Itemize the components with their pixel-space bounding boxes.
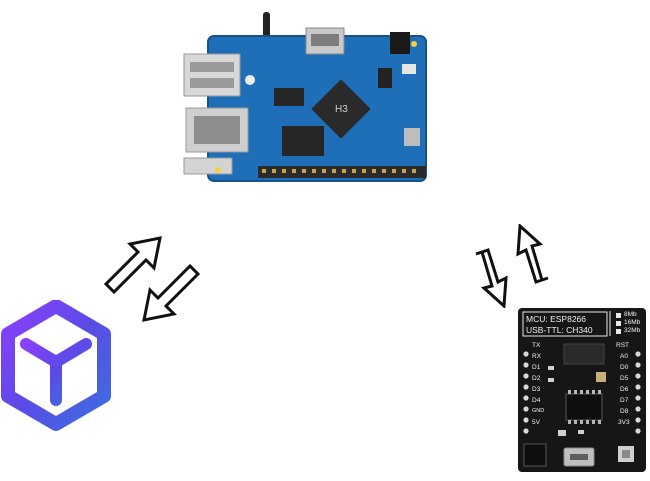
flash-8mb-label: 8Mb	[624, 311, 637, 318]
pin-label: D6	[620, 386, 629, 393]
soc-label: H3	[335, 104, 348, 115]
arrows-logo-board	[103, 236, 201, 322]
board-icon: H3	[183, 12, 427, 182]
pin-label: TX	[532, 342, 541, 349]
esp-board: MCU: ESP8266 USB-TTL: CH340 8Mb 16Mb 32M…	[518, 308, 646, 472]
flash-16mb-label: 16Mb	[624, 319, 641, 326]
pin-label: RX	[532, 353, 542, 360]
bidirectional-arrows-icon	[475, 222, 549, 310]
cube-logo-icon	[1, 299, 111, 431]
mcu-label: MCU: ESP8266	[526, 314, 586, 324]
pin-label: D3	[532, 386, 541, 393]
pin-label: D5	[620, 375, 629, 382]
esp8266-board-icon	[518, 308, 646, 472]
pin-label: D2	[532, 375, 541, 382]
pin-label: D4	[532, 397, 541, 404]
cube-logo	[0, 299, 112, 432]
sbc-board: H3	[178, 8, 436, 190]
pin-label: GND	[532, 408, 545, 414]
pin-label: D1	[532, 364, 541, 371]
bidirectional-arrows-icon	[103, 236, 201, 322]
pin-label: D0	[620, 364, 629, 371]
pin-label: RST	[616, 342, 629, 349]
pin-label: 5V	[532, 419, 540, 426]
pin-label: D8	[620, 408, 629, 415]
flash-32mb-label: 32Mb	[624, 327, 641, 334]
pin-label: A0	[620, 353, 628, 360]
arrows-board-esp	[472, 222, 552, 310]
pin-label: D7	[620, 397, 629, 404]
usb-ttl-label: USB-TTL: CH340	[526, 325, 593, 335]
pin-label: 3V3	[618, 419, 630, 426]
